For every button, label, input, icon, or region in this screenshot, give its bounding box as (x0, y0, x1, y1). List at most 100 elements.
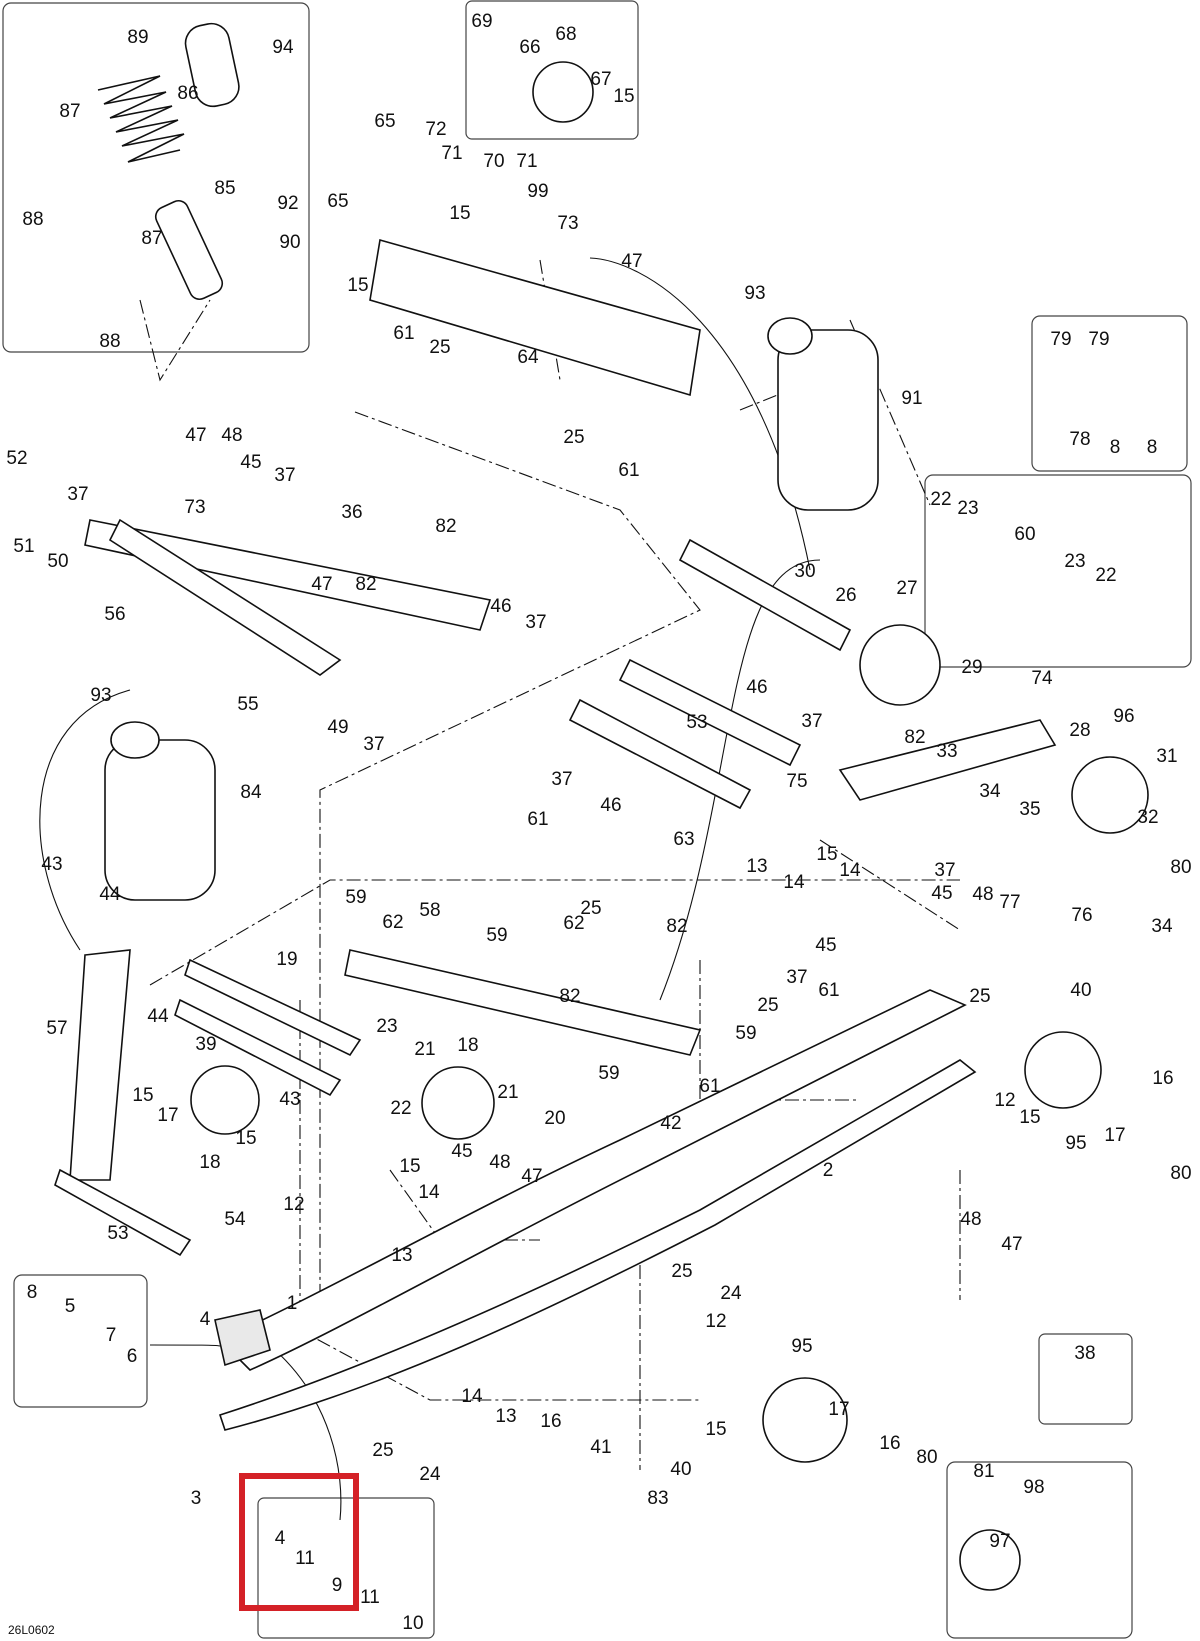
callout-label: 18 (457, 1035, 478, 1056)
callout-label: 69 (471, 11, 492, 32)
callout-label: 82 (355, 574, 376, 595)
callout-label: 14 (461, 1386, 483, 1407)
callout-label: 8 (27, 1282, 38, 1303)
callout-label: 30 (794, 561, 815, 582)
callout-label: 71 (441, 143, 462, 164)
callout-label: 80 (1170, 1163, 1191, 1184)
callout-label: 42 (660, 1113, 681, 1134)
callout-label: 48 (972, 884, 993, 905)
callout-label: 16 (1152, 1068, 1173, 1089)
callout-label: 1 (287, 1293, 298, 1314)
callout-label: 26 (835, 585, 856, 606)
callout-label: 14 (839, 860, 861, 881)
callout-label: 11 (295, 1548, 315, 1569)
callout-label: 21 (497, 1082, 518, 1103)
callout-label: 73 (557, 213, 578, 234)
rear-shock-eye (110, 721, 160, 759)
callout-label: 78 (1069, 429, 1090, 450)
callout-label: 25 (372, 1440, 393, 1461)
callout-label: 37 (525, 612, 546, 633)
callout-label: 3 (191, 1488, 202, 1509)
wheel-39 (190, 1065, 260, 1135)
callout-label: 22 (390, 1098, 411, 1119)
upper-rear-arm-link (108, 518, 342, 676)
callout-label: 9 (332, 1575, 343, 1596)
callout-label: 68 (555, 24, 576, 45)
callout-label: 75 (786, 771, 807, 792)
callout-label: 8 (1147, 437, 1158, 458)
shaft-53-lower (54, 1168, 192, 1257)
callout-label: 59 (345, 887, 366, 908)
left-rail (218, 989, 967, 1371)
callout-label: 10 (402, 1613, 423, 1634)
callout-label: 15 (399, 1156, 420, 1177)
callout-label: 59 (486, 925, 507, 946)
callout-label: 80 (1170, 857, 1191, 878)
callout-label: 22 (930, 489, 951, 510)
callout-label: 37 (551, 769, 572, 790)
callout-label: 61 (527, 809, 548, 830)
callout-label: 13 (746, 856, 767, 877)
callout-label: 11 (360, 1587, 380, 1608)
callout-label: 45 (240, 452, 261, 473)
callout-label: 17 (157, 1105, 178, 1126)
callout-label: 94 (272, 37, 294, 58)
callout-label: 12 (283, 1194, 304, 1215)
drawing-code: 26L0602 (8, 1623, 55, 1637)
callout-label: 43 (41, 854, 62, 875)
callout-label: 71 (516, 151, 537, 172)
callout-label: 14 (783, 872, 805, 893)
wheel-95-lower (762, 1377, 848, 1463)
inset-wheel-bearing (959, 1529, 1021, 1591)
cross-shaft-43 (174, 998, 342, 1097)
callout-label: 80 (916, 1447, 937, 1468)
callout-label: 48 (221, 425, 242, 446)
callout-label: 47 (621, 251, 642, 272)
callout-label: 62 (382, 912, 403, 933)
cross-shaft-30 (678, 538, 852, 652)
wheel-96 (1071, 756, 1149, 834)
callout-label: 88 (22, 209, 43, 230)
rear-arm-74 (838, 719, 1057, 801)
callout-label: 93 (90, 685, 111, 706)
callout-label: 51 (13, 536, 34, 557)
cross-shaft-53 (568, 698, 752, 810)
callout-label: 15 (1019, 1107, 1040, 1128)
callout-label: 87 (59, 101, 80, 122)
callout-label: 6 (127, 1346, 138, 1367)
link-57 (69, 949, 131, 1181)
callout-label: 17 (828, 1399, 849, 1420)
callout-label: 74 (1031, 668, 1053, 689)
callout-label: 85 (214, 178, 235, 199)
callout-label: 38 (1074, 1343, 1095, 1364)
cross-shaft-46 (618, 658, 802, 767)
callout-label: 33 (936, 741, 957, 762)
callout-label: 84 (240, 782, 262, 803)
callout-label: 27 (896, 578, 917, 599)
callout-label: 15 (347, 275, 368, 296)
callout-label: 35 (1019, 799, 1040, 820)
callout-label: 16 (540, 1411, 561, 1432)
callout-label: 15 (705, 1419, 726, 1440)
callout-label: 45 (815, 935, 836, 956)
callout-label: 61 (393, 323, 414, 344)
shock-absorbers (97, 22, 879, 901)
callout-label: 60 (1014, 524, 1035, 545)
callout-label: 25 (969, 986, 990, 1007)
callout-label: 24 (720, 1283, 742, 1304)
callout-label: 14 (418, 1182, 440, 1203)
callout-label: 57 (46, 1018, 67, 1039)
callout-label: 62 (563, 913, 584, 934)
callout-label: 39 (195, 1034, 216, 1055)
callout-label: 44 (147, 1006, 169, 1027)
callout-label: 82 (559, 986, 580, 1007)
callout-label: 61 (699, 1076, 720, 1097)
idler-wheels (190, 61, 1149, 1591)
callout-label: 48 (489, 1152, 510, 1173)
callout-label: 49 (327, 717, 348, 738)
callout-label: 47 (185, 425, 206, 446)
callout-label: 64 (517, 347, 539, 368)
callout-label: 37 (786, 967, 807, 988)
